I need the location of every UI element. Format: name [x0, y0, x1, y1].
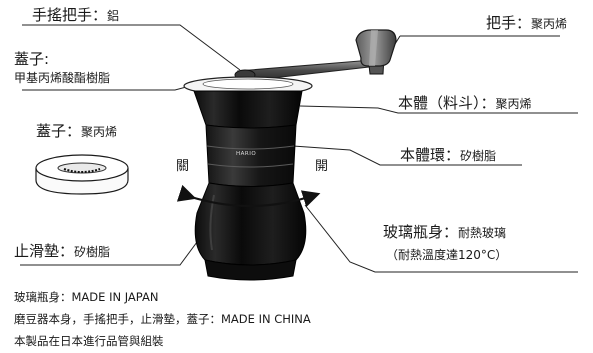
crank-colon: ：	[92, 6, 108, 24]
ring-material: 矽樹脂	[460, 149, 497, 163]
separate-lid-label: 蓋子：聚丙烯	[36, 124, 117, 139]
base-colon: ：	[59, 242, 75, 260]
rotation-arrow	[176, 184, 321, 208]
leader-lines	[20, 24, 578, 273]
footer-line-3: 本製品在日本進行品管與組裝	[14, 334, 164, 348]
hopper-label: 本體（料斗）：聚丙烯	[398, 96, 532, 111]
base-pad-shape	[204, 259, 297, 281]
direction-open-label: 開	[315, 159, 329, 174]
ring-part-name: 本體環	[400, 146, 446, 164]
base-part-name: 止滑墊	[14, 242, 60, 260]
base-label: 止滑墊：矽樹脂	[14, 244, 110, 259]
jar-shape	[194, 182, 307, 266]
hopper-material: 聚丙烯	[495, 97, 532, 111]
crank-label: 手搖把手：鋁	[32, 8, 119, 23]
separate-lid-material: 聚丙烯	[81, 125, 118, 139]
ring-colon: ：	[445, 146, 461, 164]
separate-lid-part-name: 蓋子	[36, 122, 67, 140]
handle-material: 聚丙烯	[531, 17, 568, 31]
ring-label: 本體環：矽樹脂	[400, 148, 496, 163]
separate-lid-colon: ：	[66, 122, 82, 140]
handle-colon: ：	[516, 14, 532, 32]
crank-part-name: 手搖把手	[32, 6, 93, 24]
brand-logo: HARIO	[236, 151, 257, 157]
lid-label-title: 蓋子:	[14, 50, 50, 68]
direction-close-label: 關	[176, 159, 190, 174]
base-material: 矽樹脂	[74, 245, 111, 259]
handle-knob	[355, 29, 397, 67]
jar-material: 耐熱玻璃	[458, 226, 507, 240]
handle-label: 把手：聚丙烯	[486, 16, 567, 31]
lid-label-material: 甲基丙烯酸酯樹脂	[14, 71, 111, 85]
footer-line-1: 玻璃瓶身：MADE IN JAPAN	[14, 290, 159, 304]
hopper-shape	[193, 90, 303, 129]
hopper-part-name: 本體（料斗）	[398, 94, 481, 112]
jar-part-name: 玻璃瓶身	[383, 223, 444, 241]
footer-line-2: 磨豆器本身，手搖把手，止滑墊，蓋子：MADE IN CHINA	[14, 312, 311, 326]
hopper-colon: ：	[480, 94, 496, 112]
jar-heat-note: （耐熱溫度達120°C）	[386, 248, 508, 262]
separate-lid-shape	[35, 154, 129, 195]
crank-material: 鋁	[107, 9, 120, 23]
jar-label: 玻璃瓶身：耐熱玻璃	[383, 225, 506, 240]
handle-part-name: 把手	[486, 14, 517, 32]
jar-colon: ：	[443, 223, 459, 241]
